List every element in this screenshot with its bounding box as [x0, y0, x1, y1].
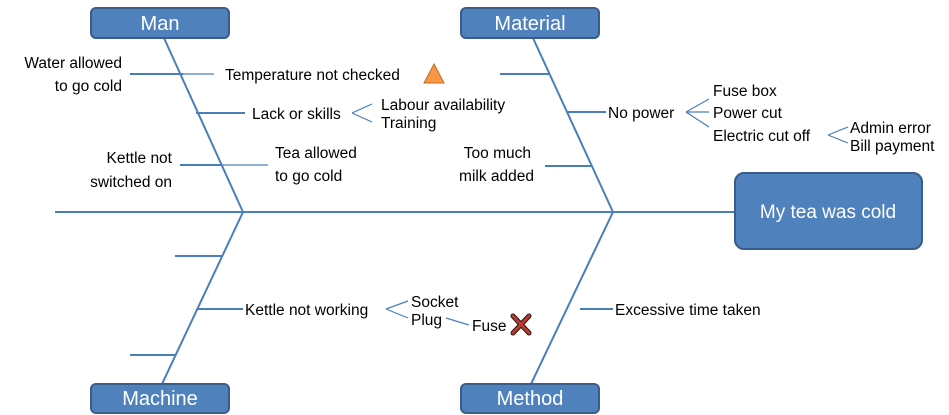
category-man: Man	[90, 7, 230, 39]
material-milk-line2: milk added	[459, 168, 534, 185]
machine-plug-label: Plug	[411, 312, 442, 329]
svg-text:Material: Material	[494, 13, 565, 35]
category-machine: Machine	[90, 383, 230, 414]
man-tea-line1: Tea allowed	[275, 145, 357, 162]
material-electric-label: Electric cut off	[713, 128, 811, 145]
material-admin-error-label: Admin error	[850, 120, 931, 137]
man-water-line1: Water allowed	[24, 55, 122, 72]
man-bone	[163, 37, 244, 213]
man-kettle-line2: switched on	[90, 174, 172, 191]
method-bone	[530, 211, 614, 385]
material-twig-power-bottom	[685, 111, 710, 128]
man-tea-line2: to go cold	[275, 168, 342, 185]
material-twig-power-top	[685, 98, 710, 113]
material-power-cut-label: Power cut	[713, 105, 783, 122]
man-twig-lack-bracket-bottom	[351, 112, 373, 123]
material-no-power-label: No power	[608, 105, 674, 122]
machine-twig-plug	[385, 308, 409, 319]
man-training-label: Training	[381, 115, 436, 132]
svg-text:Man: Man	[141, 13, 180, 35]
svg-text:My tea was cold: My tea was cold	[760, 202, 896, 223]
machine-twig-socket	[385, 300, 409, 310]
material-twig-electric-bottom	[827, 134, 849, 144]
machine-bone	[161, 211, 244, 385]
method-excessive-label: Excessive time taken	[615, 302, 761, 319]
man-kettle-line1: Kettle not	[107, 150, 173, 167]
material-bone	[532, 37, 614, 213]
material-milk-line1: Too much	[464, 145, 531, 162]
svg-text:Machine: Machine	[122, 388, 198, 410]
man-temperature-label: Temperature not checked	[225, 67, 400, 84]
man-lack-label: Lack or skills	[252, 106, 341, 123]
man-labour-label: Labour availability	[381, 97, 505, 114]
warning-icon	[423, 62, 445, 84]
cross-icon	[510, 313, 532, 336]
man-twig-lack-bracket-top	[351, 103, 373, 114]
machine-kettle-label: Kettle not working	[245, 302, 368, 319]
man-water-line2: to go cold	[55, 78, 122, 95]
category-material: Material	[460, 7, 600, 39]
material-fuse-box-label: Fuse box	[713, 83, 777, 100]
svg-text:Method: Method	[497, 388, 564, 410]
machine-fuse-label: Fuse	[472, 318, 506, 335]
material-bill-payment-label: Bill payment	[850, 138, 935, 155]
effect-box: My tea was cold	[734, 172, 923, 250]
machine-twig-fuse	[445, 317, 470, 326]
category-method: Method	[460, 383, 600, 414]
machine-socket-label: Socket	[411, 294, 459, 311]
material-twig-electric-top	[827, 126, 849, 136]
